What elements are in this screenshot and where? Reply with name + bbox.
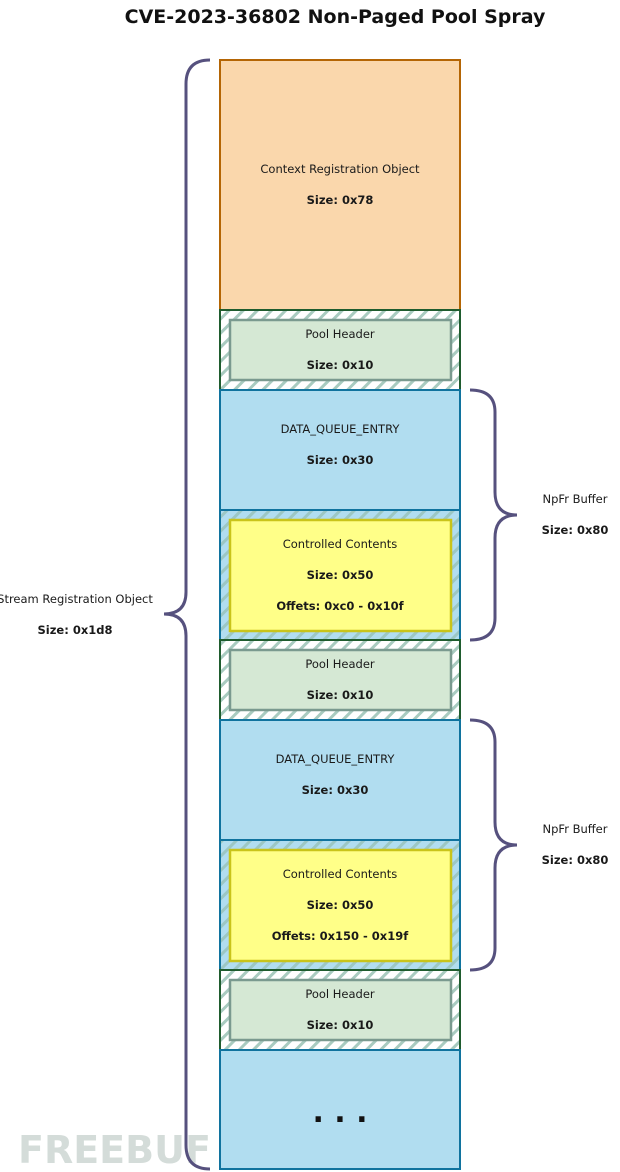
- npfr-buffer-size-1: Size: 0x80: [542, 523, 609, 537]
- npfr-buffer-label-2: NpFr Buffer: [543, 822, 608, 836]
- pool-header-label-1: Pool Header: [305, 327, 375, 341]
- context-registration-size: Size: 0x78: [307, 193, 374, 207]
- stream-registration-label: Stream Registration Object: [0, 592, 153, 606]
- pool-header-size-3: Size: 0x10: [307, 1018, 374, 1032]
- context-registration-label: Context Registration Object: [260, 162, 420, 176]
- npfr-buffer-label-1: NpFr Buffer: [543, 492, 608, 506]
- pool-header-block-2: Pool Header Size: 0x10: [219, 639, 461, 721]
- npfr-buffer-brace-2: [469, 718, 518, 972]
- data-queue-entry-label-1: DATA_QUEUE_ENTRY: [281, 422, 401, 436]
- controlled-contents-label-1: Controlled Contents: [283, 537, 398, 551]
- controlled-contents-size-2: Size: 0x50: [307, 898, 374, 912]
- data-queue-entry-size-2: Size: 0x30: [302, 783, 369, 797]
- controlled-contents-size-1: Size: 0x50: [307, 568, 374, 582]
- controlled-contents-label-2: Controlled Contents: [283, 867, 398, 881]
- diagram-title: CVE-2023-36802 Non-Paged Pool Spray: [125, 6, 546, 28]
- controlled-contents-block-1: Controlled Contents Size: 0x50 Offets: 0…: [219, 509, 461, 641]
- context-registration-block: Context Registration Object Size: 0x78: [219, 59, 461, 311]
- continuation-ellipsis: . . .: [312, 1095, 367, 1130]
- controlled-contents-block-2: Controlled Contents Size: 0x50 Offets: 0…: [219, 839, 461, 971]
- pool-header-size-2: Size: 0x10: [307, 688, 374, 702]
- data-queue-entry-block-1: DATA_QUEUE_ENTRY Size: 0x30: [219, 389, 461, 511]
- controlled-contents-offsets-2: Offets: 0x150 - 0x19f: [272, 929, 409, 943]
- pool-header-size-1: Size: 0x10: [307, 358, 374, 372]
- data-queue-entry-label-2: DATA_QUEUE_ENTRY: [276, 752, 396, 766]
- controlled-contents-offsets-1: Offets: 0xc0 - 0x10f: [276, 599, 404, 613]
- stream-registration-size: Size: 0x1d8: [38, 623, 113, 637]
- npfr-buffer-brace-1: [469, 388, 518, 642]
- data-queue-entry-block-2: DATA_QUEUE_ENTRY Size: 0x30: [219, 719, 461, 841]
- watermark: FREEBUF: [18, 1128, 211, 1172]
- npfr-buffer-size-2: Size: 0x80: [542, 853, 609, 867]
- continuation-block: . . .: [219, 1049, 461, 1170]
- pool-header-block-1: Pool Header Size: 0x10: [219, 309, 461, 391]
- pool-header-block-3: Pool Header Size: 0x10: [219, 969, 461, 1051]
- pool-header-label-3: Pool Header: [305, 987, 375, 1001]
- data-queue-entry-size-1: Size: 0x30: [307, 453, 374, 467]
- pool-header-label-2: Pool Header: [305, 657, 375, 671]
- stream-registration-brace: [163, 58, 211, 1171]
